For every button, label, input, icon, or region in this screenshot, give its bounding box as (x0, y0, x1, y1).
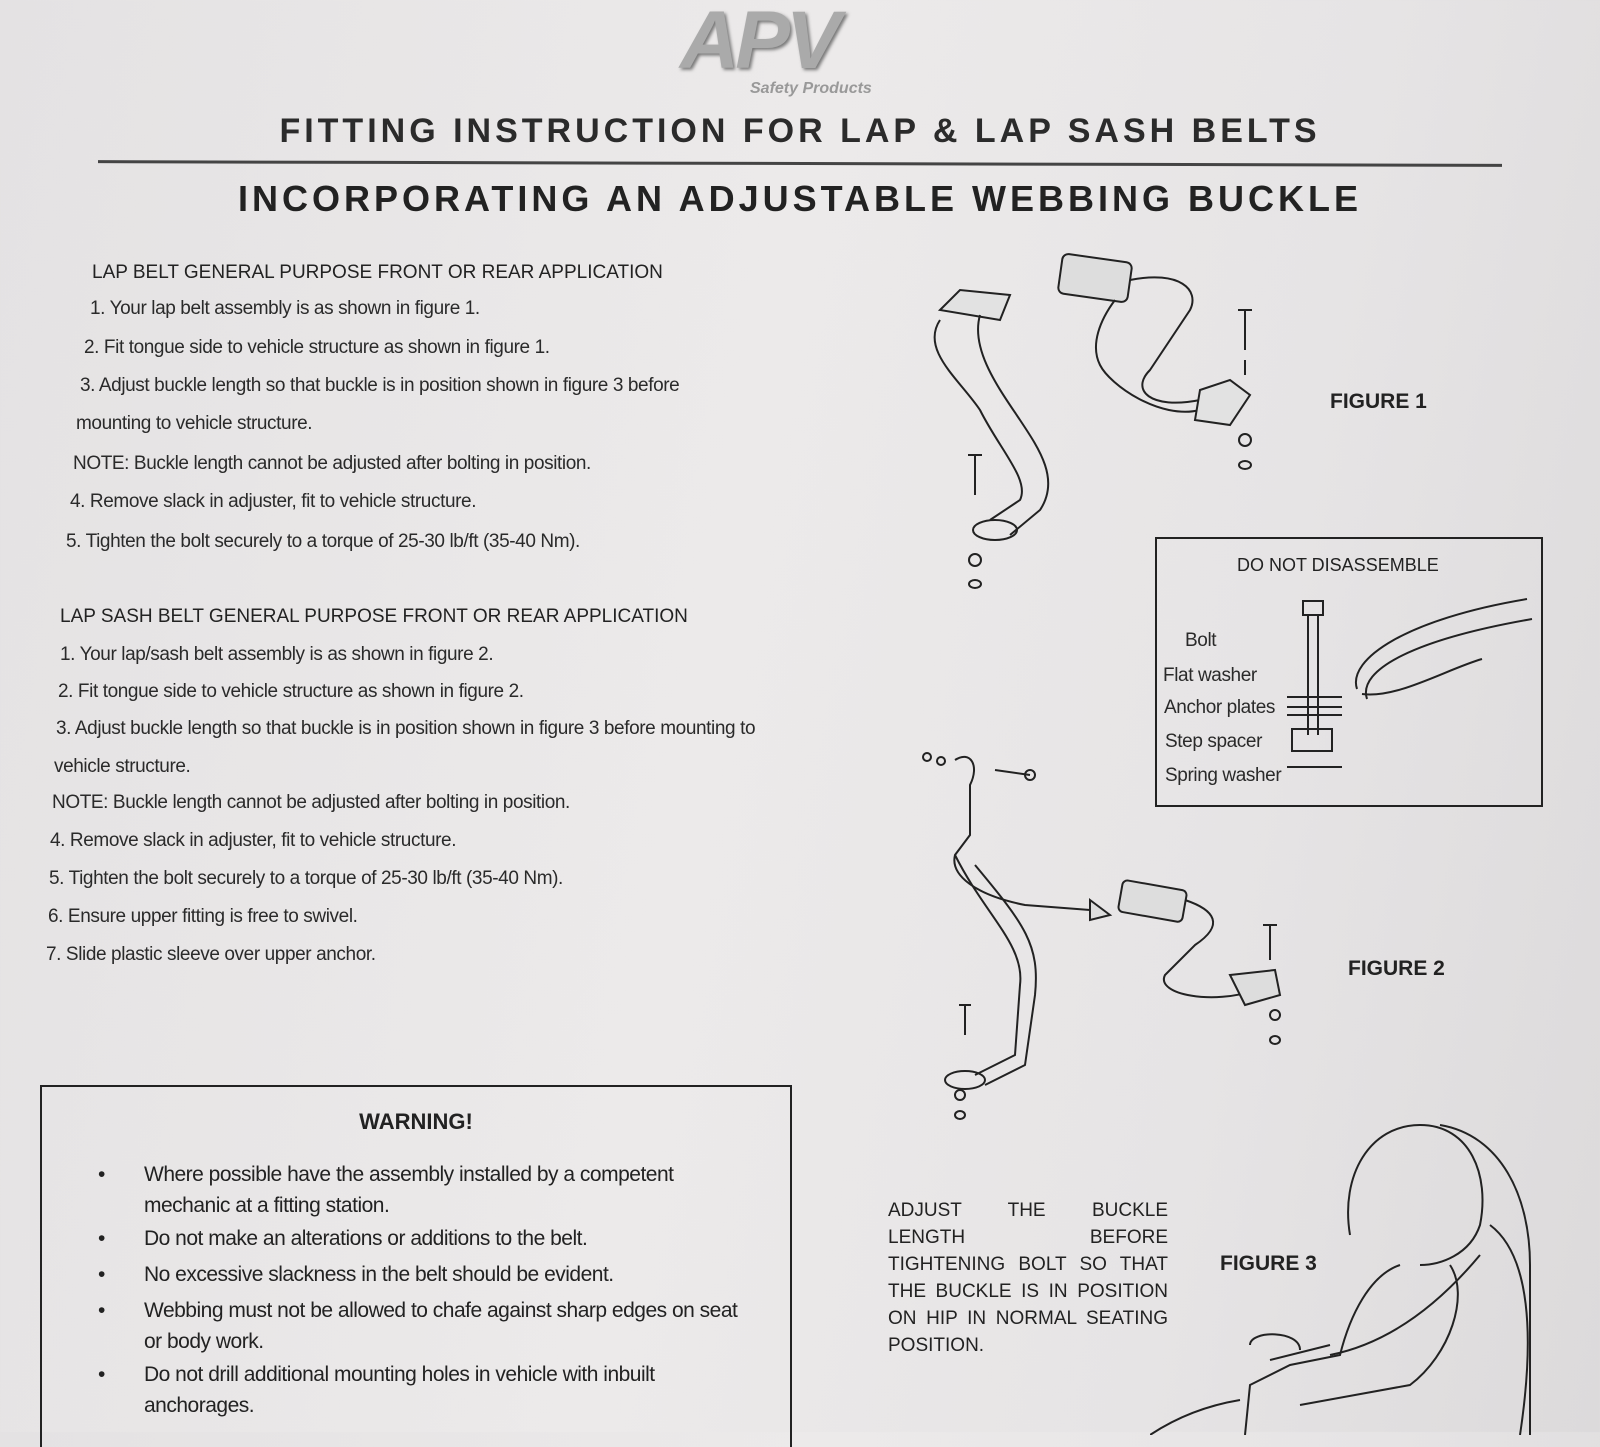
document-title: FITTING INSTRUCTION FOR LAP & LAP SASH B… (279, 112, 1321, 150)
logo-subtitle: Safety Products (750, 80, 872, 97)
lap-belt-note: NOTE: Buckle length cannot be adjusted a… (73, 453, 591, 474)
lap-belt-step: 5. Tighten the bolt securely to a torque… (66, 531, 580, 552)
lap-sash-note: NOTE: Buckle length cannot be adjusted a… (52, 792, 570, 813)
part-label-step-spacer: Step spacer (1165, 731, 1262, 752)
warning-title: WARNING! (359, 1109, 473, 1134)
lap-belt-step: 2. Fit tongue side to vehicle structure … (84, 337, 550, 358)
part-label-bolt: Bolt (1185, 630, 1217, 651)
lap-belt-step: mounting to vehicle structure. (76, 413, 313, 434)
document-subtitle: INCORPORATING AN ADJUSTABLE WEBBING BUCK… (238, 178, 1362, 219)
part-label-spring-washer: Spring washer (1165, 765, 1282, 786)
part-label-anchor-plates: Anchor plates (1164, 697, 1275, 718)
lap-sash-step: 6. Ensure upper fitting is free to swive… (48, 906, 358, 927)
lap-belt-step: 3. Adjust buckle length so that buckle i… (80, 375, 680, 396)
figure1-label: FIGURE 1 (1330, 390, 1427, 413)
lap-sash-step: 2. Fit tongue side to vehicle structure … (58, 681, 524, 702)
detail-box-title: DO NOT DISASSEMBLE (1237, 555, 1439, 575)
lap-sash-step: 4. Remove slack in adjuster, fit to vehi… (50, 830, 457, 851)
lap-sash-step: 1. Your lap/sash belt assembly is as sho… (60, 644, 494, 665)
logo-word: APV (680, 0, 841, 86)
lap-sash-step: 7. Slide plastic sleeve over upper ancho… (46, 944, 376, 965)
lap-sash-step: 5. Tighten the bolt securely to a torque… (49, 868, 563, 889)
lap-belt-step: 1. Your lap belt assembly is as shown in… (90, 298, 480, 319)
lap-sash-heading: LAP SASH BELT GENERAL PURPOSE FRONT OR R… (60, 606, 688, 627)
figure2-lap-sash-belt-drawing (922, 752, 1282, 1120)
figure3-label: FIGURE 3 (1220, 1252, 1317, 1275)
lap-belt-step: 4. Remove slack in adjuster, fit to vehi… (70, 491, 477, 512)
lap-sash-step: 3. Adjust buckle length so that buckle i… (56, 718, 756, 739)
figure1-lap-belt-drawing (933, 253, 1252, 589)
do-not-disassemble-box: DO NOT DISASSEMBLE Bolt Flat washer Anch… (1155, 537, 1543, 807)
figure2-label: FIGURE 2 (1348, 957, 1445, 980)
lap-sash-step: vehicle structure. (54, 756, 191, 777)
apv-logo: APV Safety Products (660, 0, 940, 105)
figure3-seated-person-drawing (1150, 1123, 1531, 1435)
part-label-flat-washer: Flat washer (1163, 665, 1257, 686)
figure3-caption: ADJUST THE BUCKLE LENGTH BEFORE TIGHTENI… (888, 1200, 1168, 1356)
warning-box: WARNING! •Where possible have the assemb… (40, 1085, 792, 1447)
title-divider (97, 160, 1503, 167)
bolt-assembly-diagram (1287, 598, 1533, 768)
lap-belt-heading: LAP BELT GENERAL PURPOSE FRONT OR REAR A… (92, 262, 663, 283)
